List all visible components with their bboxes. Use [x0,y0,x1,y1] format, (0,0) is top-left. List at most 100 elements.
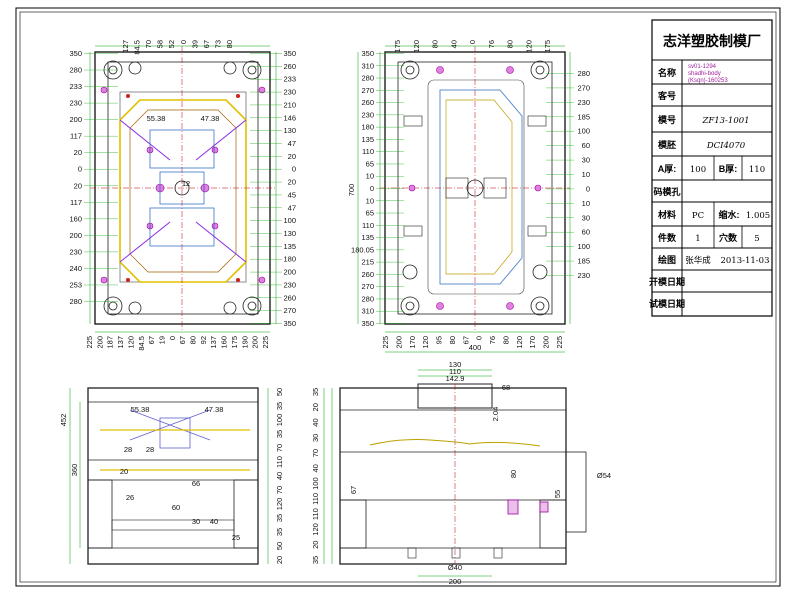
dim-label: 80 [506,40,515,48]
dim-label: 47.38 [201,114,220,123]
dim-label: 0 [292,165,296,174]
dim-label: 180.05 [351,245,374,254]
dim-label: 80 [431,40,440,48]
dim-label: 20 [74,148,82,157]
dim-label: 80 [509,470,518,478]
dim-label: 58 [156,40,165,48]
left-plan-view: 3502802332302001172002011716020023024025… [69,40,296,351]
dim-label: 30 [582,213,590,222]
dim-label: 47.38 [205,405,224,414]
shrink-label: 缩水: [719,209,740,220]
dim-label: 233 [283,75,296,84]
dim-label: 0 [475,336,484,340]
dim-label: 120 [524,40,533,53]
dim-label: 350 [283,319,296,328]
dim-label: 67 [178,336,187,344]
dim-label: 260 [283,293,296,302]
dim-label: 67 [147,336,156,344]
dim-label: 40 [210,517,218,526]
dim-label: 0 [179,40,188,44]
dim-label: 230 [283,280,296,289]
dim-label: 130 [283,229,296,238]
dim-label: 452 [59,414,68,427]
dim-label: 117 [70,132,82,141]
dim-label: 110 [311,493,320,505]
dim-label: 200 [69,115,82,124]
dim-label: 20 [288,178,296,187]
dim-label: 10 [366,172,374,181]
dim-label: 120 [311,523,320,536]
dim-label: 65 [366,209,374,218]
dim-label: 260 [361,98,374,107]
dim-label: 175 [393,40,402,53]
dim-label: 210 [283,100,296,109]
dim-label: 70 [275,444,284,452]
dim-label: 80 [448,336,457,344]
dim-label: 0 [78,165,82,174]
dim-label: 110 [449,367,461,376]
cavity-value: 5 [754,234,759,244]
left-section-outline [87,387,259,565]
dim-label: 117 [70,198,82,207]
dim-label: 0 [168,336,177,340]
dim-label: 40 [449,40,458,48]
a-plate-value: 100 [690,165,706,175]
dim-label: 200 [542,336,551,349]
dim-label: 40 [311,418,320,426]
dim-label: 200 [95,336,104,349]
dim-label: 67 [461,336,470,344]
left-plan-left-dims: 3502802332302001172002011716020023024025… [69,49,118,306]
dim-label: 55.38 [131,405,150,414]
dim-label: 60 [582,228,590,237]
mold-no-label: 模号 [658,114,676,125]
dim-label: 230 [69,247,82,256]
dim-label: 280 [361,74,374,83]
dim-label: 2.04 [491,407,500,422]
cavity-label: 穴数 [719,232,738,243]
dim-label: 20 [120,467,128,476]
dim-label: 175 [543,40,552,53]
dim-label: 200 [69,231,82,240]
dim-label: 20 [275,556,284,564]
mold-base-label: 模胚 [658,139,676,150]
dim-label: 240 [69,264,82,273]
dim-label: 225 [381,336,390,349]
dim-label: 215 [361,258,374,267]
dim-label: 80 [225,40,234,48]
dim-label: 55.38 [147,114,166,123]
dim-label: 225 [85,336,94,349]
dim-label: 137 [209,336,218,349]
dim-label: 170 [408,336,417,349]
dim-label: 110 [362,147,374,156]
company-name: 志洋塑胶制模厂 [663,33,761,50]
dim-label: 50 [275,388,284,396]
dim-label: 60 [172,503,180,512]
dim-label: 20 [311,403,320,411]
dim-label: 360 [70,464,79,477]
dim-label: 12 [182,179,190,188]
pieces-value: 1 [695,234,700,244]
dim-label: 25 [232,533,240,542]
right-plan-left-dims: 3503102802702602301801351106510010651101… [351,49,404,328]
dim-label: 35 [275,402,284,410]
dim-label: 200 [449,577,462,586]
dim-label: 185 [577,257,590,266]
left-plan-right-dims: 3502602332302101461304720020454710013013… [250,49,296,328]
dim-label: Ø54 [597,471,611,480]
dim-label: 35 [311,556,320,564]
dim-label: 200 [283,268,296,277]
name-label: 名称 [658,67,676,78]
dim-label: 230 [577,271,590,280]
dim-label: 270 [361,86,374,95]
dim-label: 70 [311,449,320,457]
dim-label: 120 [126,336,135,349]
drawer-label: 绘图 [658,254,676,265]
dim-label: 100 [577,242,590,251]
